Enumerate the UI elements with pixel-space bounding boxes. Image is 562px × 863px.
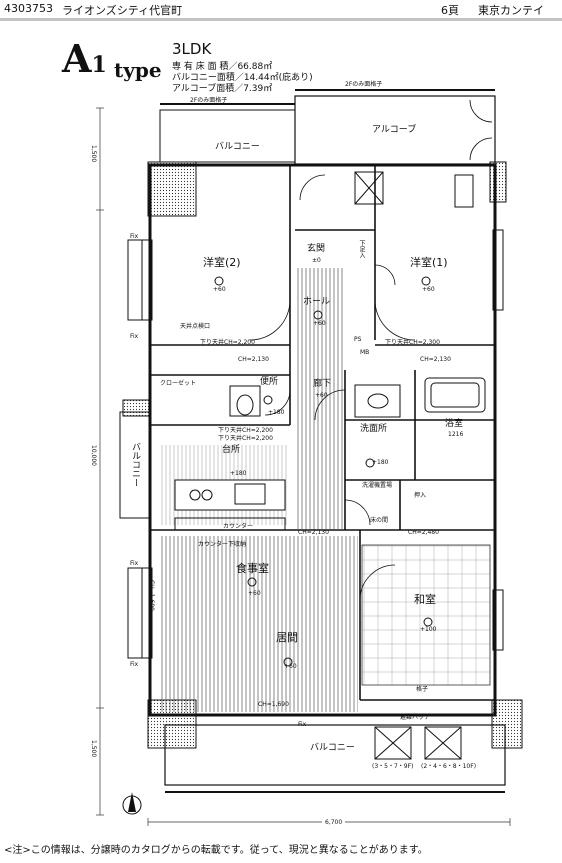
- hall-floor: [295, 268, 345, 530]
- listing-id: 4303753: [4, 2, 53, 15]
- header-divider: [0, 18, 562, 21]
- room-kitchen: 台所: [222, 445, 241, 455]
- wash-basin: [354, 384, 401, 418]
- dim-left-top: 1,500: [90, 145, 97, 163]
- ch-dining-a: CH=2,130: [298, 529, 329, 536]
- ch-kitchen: 下り天井CH=2,200: [218, 435, 273, 442]
- note-lattice: 格子: [416, 686, 429, 693]
- tatami-floor: [361, 544, 491, 686]
- page-number: 6頁: [441, 4, 459, 17]
- note-fix-5: Fix: [298, 721, 307, 728]
- room-japanese: 和室: [414, 593, 436, 606]
- room-closet: クローゼット: [160, 380, 197, 387]
- company-name: 東京カンテイ: [478, 4, 544, 17]
- note-lattice-top: 2Fのみ面格子: [190, 97, 228, 104]
- level-western-1: +60: [422, 286, 435, 293]
- area-exclusive: 専 有 床 面 積／66.88㎡: [172, 62, 273, 72]
- level-living: +60: [284, 663, 297, 670]
- ch-western-2-a: CH=2,130: [238, 356, 269, 363]
- bathtub: [424, 377, 486, 413]
- area-alcove: アルコーブ面積／7.39㎡: [172, 84, 273, 94]
- note-hatch-floors-a: (3・5・7・9F): [372, 763, 414, 770]
- property-name: ライオンズシティ代官町: [62, 4, 183, 17]
- kitchen-counter: [174, 479, 286, 531]
- note-shoe-cabinet: 下足入: [358, 240, 365, 258]
- room-bath: 浴室: [445, 419, 464, 429]
- level-entrance: ±0: [312, 257, 321, 264]
- fixture-markers: [214, 276, 433, 667]
- room-balcony-bottom: バルコニー: [310, 743, 355, 753]
- note-fix-3: Fix: [130, 560, 139, 567]
- dim-bottom: 6,700: [322, 820, 346, 826]
- balcony-left-outline: [119, 411, 151, 519]
- windows-right: [492, 229, 504, 651]
- windows-left: [127, 239, 153, 659]
- level-dining: +60: [248, 590, 261, 597]
- note-japanese-sill: 床の間: [370, 517, 389, 524]
- evac-hatches: [374, 726, 462, 760]
- balcony-bottom-outline: [164, 724, 506, 793]
- room-hall: ホール: [303, 297, 331, 307]
- room-alcove: アルコーブ: [372, 125, 417, 135]
- area-balcony: バルコニー面積／14.44㎡(庇あり): [172, 73, 313, 83]
- note-ceiling-hatch: 天井点検口: [180, 323, 211, 330]
- note-ps: PS: [354, 336, 362, 343]
- note-hatch-floors-b: (2・4・6・8・10F): [421, 763, 477, 770]
- note-counter: カウンター: [223, 523, 254, 530]
- note-evac-hatch: 避難ハッチ: [400, 714, 431, 721]
- room-western-1: 洋室(1): [410, 256, 448, 269]
- ch-dining-b: CH=2,480: [408, 529, 439, 536]
- dim-left-bottom: 1,500: [90, 740, 97, 758]
- north-compass: [122, 792, 142, 815]
- type-word: type: [114, 58, 162, 82]
- ch-living: CH=1,690: [258, 701, 289, 708]
- level-bath: 1216: [448, 431, 464, 438]
- room-living: 居間: [276, 631, 298, 644]
- note-storage: 押入: [414, 492, 427, 499]
- ch-western-1-a: CH=2,130: [420, 356, 451, 363]
- ch-toilet: 下り天井CH=2,200: [218, 427, 273, 434]
- note-fix-4: Fix: [130, 661, 139, 668]
- ps-box: [354, 171, 474, 208]
- room-corridor: 廊下: [313, 379, 332, 389]
- type-letter: A1: [62, 36, 107, 81]
- note-fix-1: Fix: [130, 233, 139, 240]
- footer-note: <注>この情報は、分譲時のカタログからの転載です。従って、現況と異なることがあり…: [4, 845, 428, 856]
- room-entrance: 玄関: [307, 244, 326, 254]
- room-toilet: 便所: [260, 377, 279, 387]
- ld-floor: [160, 536, 358, 712]
- toilet-fixture: [229, 385, 261, 417]
- balcony-top-outline: [159, 103, 296, 163]
- level-toilet: +180: [268, 409, 285, 416]
- level-hall: +60: [313, 320, 326, 327]
- room-balcony-left: バルコニー: [130, 442, 140, 487]
- dim-left-mid: 10,000: [90, 445, 97, 466]
- room-dining: 食事室: [236, 562, 269, 575]
- ch-western-2-b: 下り天井CH=2,200: [200, 339, 255, 346]
- layout-type: 3LDK: [172, 40, 212, 58]
- ch-western-1-b: 下り天井CH=2,300: [385, 339, 440, 346]
- ch-left-column: CH=1,600: [148, 580, 155, 611]
- level-kitchen: +180: [230, 470, 247, 477]
- level-japanese: +100: [420, 626, 437, 633]
- note-lattice-right: 2Fのみ面格子: [345, 81, 383, 88]
- note-fix-2: Fix: [130, 333, 139, 340]
- level-western-2: +60: [213, 286, 226, 293]
- room-western-2: 洋室(2): [203, 256, 241, 269]
- note-mb: MB: [360, 349, 370, 356]
- room-washroom: 洗面所: [360, 424, 388, 434]
- door-arcs: [249, 174, 416, 601]
- note-counter-cabinet: カウンター下収納: [198, 541, 247, 548]
- level-washroom: +180: [372, 459, 389, 466]
- note-laundry: 洗濯機置場: [362, 482, 393, 489]
- level-corridor: +60: [315, 392, 328, 399]
- room-balcony-top: バルコニー: [215, 142, 260, 152]
